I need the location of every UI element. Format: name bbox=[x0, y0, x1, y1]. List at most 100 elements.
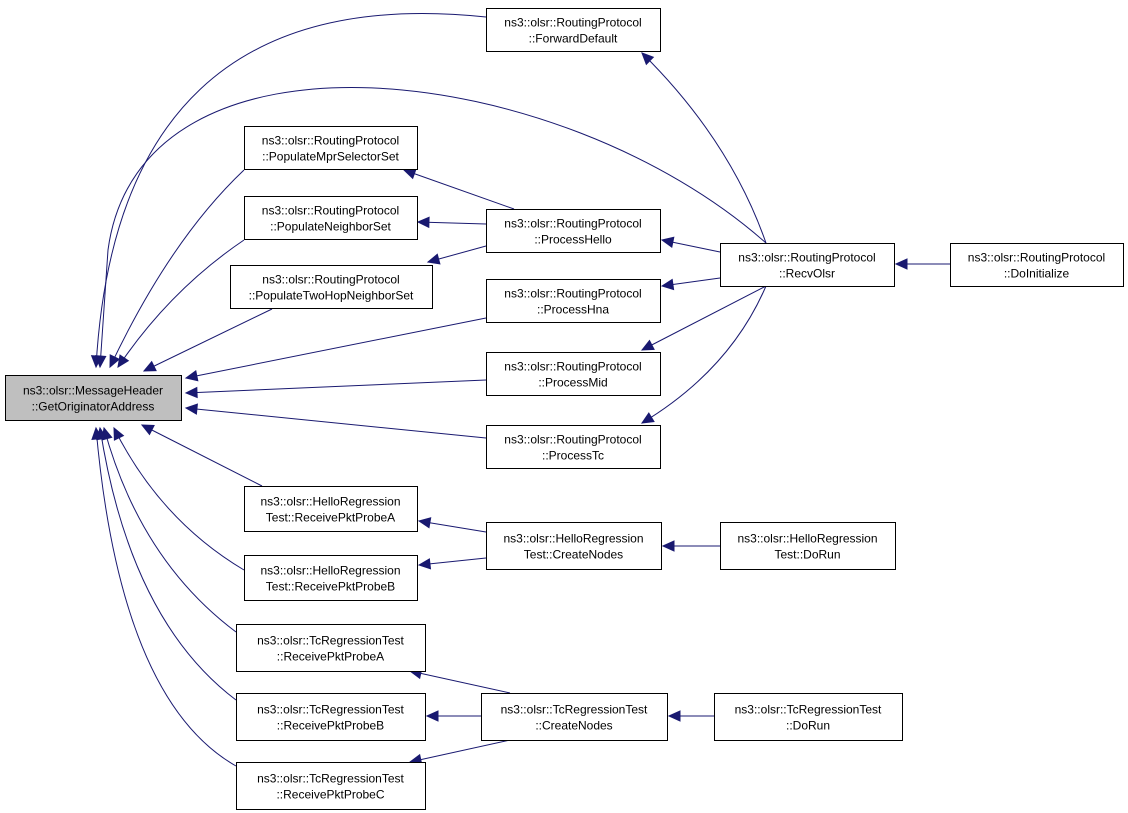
edges bbox=[90, 13, 950, 767]
arrowhead bbox=[184, 370, 199, 382]
node-tc-receive-pkt-probe-b[interactable]: ns3::olsr::TcRegressionTest::ReceivePktP… bbox=[236, 693, 426, 741]
arrowhead bbox=[142, 360, 157, 372]
node-label-line2: ::ProcessHello bbox=[534, 233, 612, 247]
node-box bbox=[486, 8, 661, 52]
node-process-hello[interactable]: ns3::olsr::RoutingProtocol::ProcessHello bbox=[486, 209, 661, 253]
node-do-initialize[interactable]: ns3::olsr::RoutingProtocol::DoInitialize bbox=[950, 243, 1124, 287]
arrowhead bbox=[641, 52, 655, 66]
node-label-line1: ns3::olsr::TcRegressionTest bbox=[501, 703, 648, 717]
node-label-line1: ns3::olsr::TcRegressionTest bbox=[257, 634, 404, 648]
node-box bbox=[486, 279, 661, 323]
node-label-line1: ns3::olsr::HelloRegression bbox=[260, 495, 400, 509]
edge-forward-default-to-get-originator-address bbox=[95, 13, 487, 368]
arrowhead bbox=[425, 710, 439, 722]
node-box bbox=[714, 693, 903, 741]
node-hello-create-nodes[interactable]: ns3::olsr::HelloRegressionTest::CreateNo… bbox=[486, 522, 662, 570]
edge-process-hna-to-get-originator-address bbox=[185, 317, 487, 379]
node-tc-do-run[interactable]: ns3::olsr::TcRegressionTest::DoRun bbox=[714, 693, 903, 741]
arrowhead bbox=[667, 710, 681, 722]
node-box bbox=[486, 522, 662, 570]
node-box bbox=[486, 425, 661, 469]
nodes: ns3::olsr::MessageHeader::GetOriginatorA… bbox=[5, 8, 1124, 810]
edge-recv-olsr-to-forward-default bbox=[641, 52, 767, 244]
node-forward-default[interactable]: ns3::olsr::RoutingProtocol::ForwardDefau… bbox=[486, 8, 661, 52]
edge-tc-create-nodes-to-tc-receive-pkt-probe-c bbox=[409, 739, 511, 763]
edge-tc-receive-pkt-probe-a-to-get-originator-address bbox=[103, 427, 237, 633]
node-label-line2: Test::ReceivePktProbeB bbox=[266, 580, 395, 594]
node-populate-mpr-selector-set[interactable]: ns3::olsr::RoutingProtocol::PopulateMprS… bbox=[244, 126, 418, 170]
node-label-line2: ::DoInitialize bbox=[1004, 267, 1070, 281]
node-label-line1: ns3::olsr::RoutingProtocol bbox=[262, 134, 399, 148]
arrowhead bbox=[417, 517, 432, 529]
node-box bbox=[236, 762, 426, 810]
arrowhead bbox=[184, 403, 198, 415]
arrowhead bbox=[660, 278, 675, 291]
arrowhead bbox=[402, 168, 417, 180]
node-label-line1: ns3::olsr::RoutingProtocol bbox=[504, 16, 641, 30]
node-label-line1: ns3::olsr::TcRegressionTest bbox=[735, 703, 882, 717]
node-label-line1: ns3::olsr::RoutingProtocol bbox=[262, 273, 399, 287]
node-box bbox=[486, 209, 661, 253]
edge-process-mid-to-get-originator-address bbox=[185, 379, 487, 394]
node-label-line1: ns3::olsr::RoutingProtocol bbox=[504, 217, 641, 231]
node-label-line1: ns3::olsr::HelloRegression bbox=[260, 564, 400, 578]
arrowhead bbox=[113, 426, 125, 441]
arrowhead bbox=[426, 253, 441, 265]
node-process-mid[interactable]: ns3::olsr::RoutingProtocol::ProcessMid bbox=[486, 352, 661, 396]
node-label-line2: ::PopulateNeighborSet bbox=[270, 220, 391, 234]
node-label-line1: ns3::olsr::RoutingProtocol bbox=[738, 251, 875, 265]
node-label-line2: ::DoRun bbox=[786, 719, 830, 733]
node-label-line2: ::ReceivePktProbeA bbox=[277, 650, 384, 664]
node-label-line2: ::ProcessTc bbox=[542, 449, 604, 463]
node-box bbox=[5, 375, 182, 421]
edge-process-hello-to-populate-mpr-selector-set bbox=[403, 169, 515, 210]
node-label-line2: ::CreateNodes bbox=[535, 719, 612, 733]
node-label-line1: ns3::olsr::RoutingProtocol bbox=[262, 204, 399, 218]
node-hello-receive-pkt-probe-b[interactable]: ns3::olsr::HelloRegressionTest::ReceiveP… bbox=[244, 555, 418, 601]
node-label-line2: ::ProcessHna bbox=[537, 303, 609, 317]
edge-populate-mpr-selector-set-to-get-originator-address bbox=[109, 169, 245, 368]
arrowhead bbox=[416, 216, 430, 229]
node-box bbox=[481, 693, 668, 741]
node-get-originator-address[interactable]: ns3::olsr::MessageHeader::GetOriginatorA… bbox=[5, 375, 182, 421]
node-box bbox=[244, 486, 418, 532]
node-label-line1: ns3::olsr::TcRegressionTest bbox=[257, 772, 404, 786]
node-box bbox=[950, 243, 1124, 287]
edge-tc-receive-pkt-probe-c-to-get-originator-address bbox=[95, 427, 237, 767]
arrowhead bbox=[640, 339, 655, 351]
node-tc-receive-pkt-probe-a[interactable]: ns3::olsr::TcRegressionTest::ReceivePktP… bbox=[236, 624, 426, 672]
node-tc-receive-pkt-probe-c[interactable]: ns3::olsr::TcRegressionTest::ReceivePktP… bbox=[236, 762, 426, 810]
node-label-line2: ::RecvOlsr bbox=[779, 267, 835, 281]
node-box bbox=[244, 126, 418, 170]
node-process-tc[interactable]: ns3::olsr::RoutingProtocol::ProcessTc bbox=[486, 425, 661, 469]
node-label-line1: ns3::olsr::RoutingProtocol bbox=[968, 251, 1105, 265]
arrowhead bbox=[660, 236, 675, 248]
node-populate-two-hop-neighbor-set[interactable]: ns3::olsr::RoutingProtocol::PopulateTwoH… bbox=[230, 265, 433, 309]
edge-tc-receive-pkt-probe-b-to-get-originator-address bbox=[99, 427, 237, 701]
arrowhead bbox=[640, 412, 655, 424]
node-recv-olsr[interactable]: ns3::olsr::RoutingProtocol::RecvOlsr bbox=[720, 243, 895, 287]
node-label-line2: Test::DoRun bbox=[774, 548, 840, 562]
edge-recv-olsr-to-get-originator-address bbox=[99, 87, 767, 368]
node-tc-create-nodes[interactable]: ns3::olsr::TcRegressionTest::CreateNodes bbox=[481, 693, 668, 741]
edge-recv-olsr-to-process-mid bbox=[641, 285, 767, 351]
edge-tc-create-nodes-to-tc-receive-pkt-probe-a bbox=[409, 670, 511, 694]
node-box bbox=[486, 352, 661, 396]
node-process-hna[interactable]: ns3::olsr::RoutingProtocol::ProcessHna bbox=[486, 279, 661, 323]
edge-recv-olsr-to-process-tc bbox=[641, 285, 767, 424]
arrowhead bbox=[109, 354, 121, 369]
node-label-line1: ns3::olsr::RoutingProtocol bbox=[504, 360, 641, 374]
node-label-line2: ::ReceivePktProbeC bbox=[276, 788, 384, 802]
arrowhead bbox=[95, 355, 107, 369]
node-box bbox=[244, 555, 418, 601]
node-label-line2: Test::ReceivePktProbeA bbox=[266, 511, 395, 525]
edge-process-tc-to-get-originator-address bbox=[185, 407, 487, 439]
node-populate-neighbor-set[interactable]: ns3::olsr::RoutingProtocol::PopulateNeig… bbox=[244, 196, 418, 240]
node-hello-receive-pkt-probe-a[interactable]: ns3::olsr::HelloRegressionTest::ReceiveP… bbox=[244, 486, 418, 532]
arrowhead bbox=[117, 354, 130, 368]
node-label-line2: ::GetOriginatorAddress bbox=[32, 400, 155, 414]
node-label-line1: ns3::olsr::MessageHeader bbox=[23, 384, 163, 398]
node-box bbox=[720, 243, 895, 287]
